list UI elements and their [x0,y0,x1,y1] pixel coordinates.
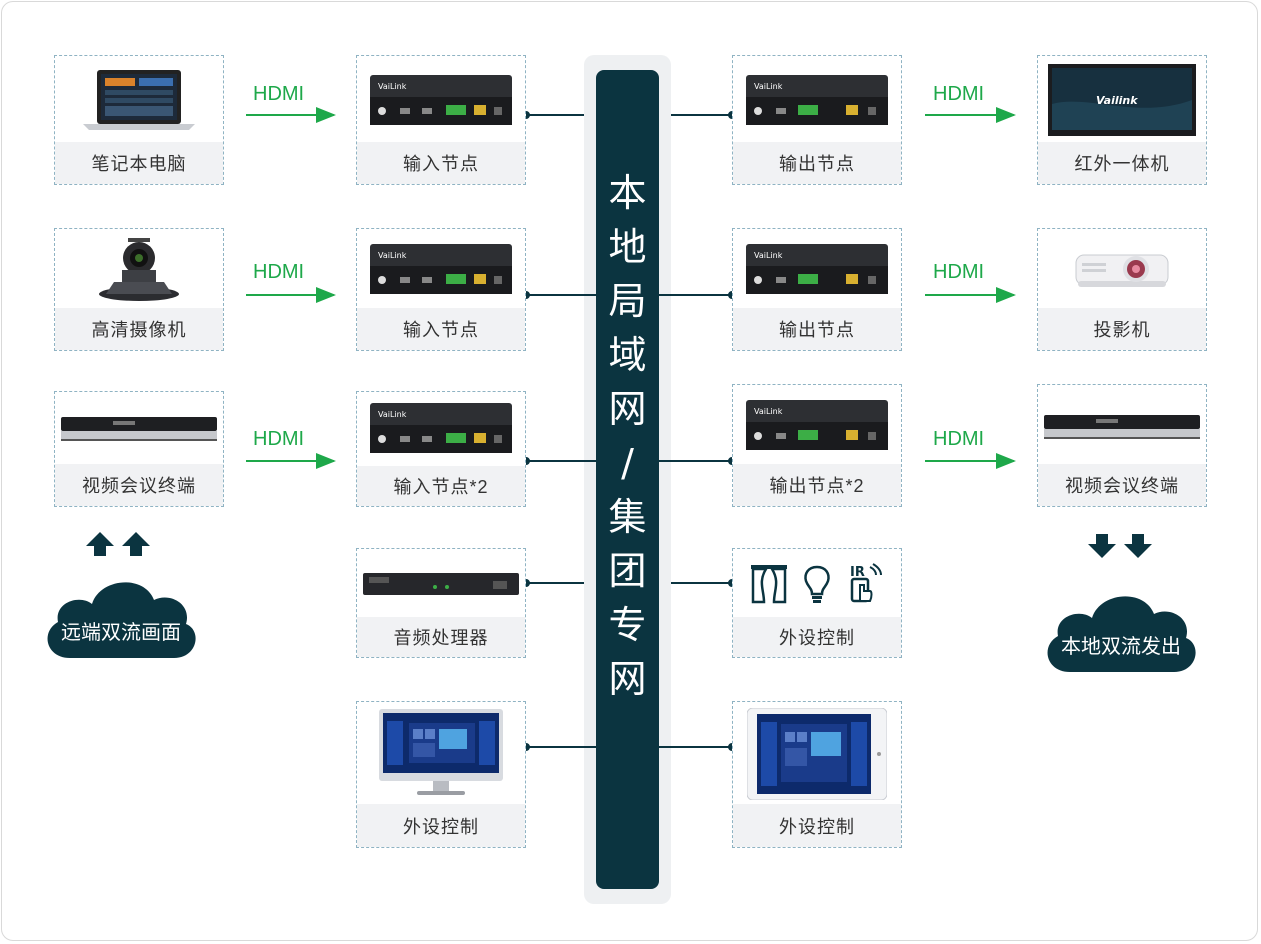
source-label: 视频会议终端 [55,464,223,506]
device-brand: VaiLink [754,251,783,260]
decoder-device-icon: VaiLink [733,56,901,144]
cloud-label: 本地双流发出 [1061,636,1181,658]
display-projector[interactable]: 投影机 [1037,228,1207,351]
input-node[interactable]: VaiLink 输入节点 [356,228,526,351]
decoder-device-icon: VaiLink [733,229,901,309]
display-vc-terminal[interactable]: 视频会议终端 [1037,384,1207,507]
audio-processor[interactable]: 音频处理器 [356,548,526,658]
device-brand: VaiLink [754,407,783,416]
control-tablet[interactable]: 外设控制 [732,701,902,848]
device-brand: VaiLink [754,82,783,91]
device-brand: VaiLink [378,82,407,91]
node-label: 输出节点 [733,308,901,350]
display-label: 红外一体机 [1038,142,1206,184]
projector-icon [1038,229,1206,309]
encoder-device-icon: VaiLink [357,229,525,309]
source-laptop[interactable]: 笔记本电脑 [54,55,224,185]
node-label: 外设控制 [733,617,901,657]
peripheral-control[interactable]: IR 外设控制 [732,548,902,658]
arrow-down-icon [1088,534,1152,558]
arrow-up-icon [86,532,150,556]
source-label: 笔记本电脑 [55,142,223,184]
decoder-device-icon: VaiLink [733,385,901,465]
node-label: 音频处理器 [357,617,525,657]
audio-processor-icon [357,549,525,619]
source-vc-terminal[interactable]: 视频会议终端 [54,391,224,507]
backbone-char: / [621,441,634,485]
backbone-char: 集 [608,495,647,539]
node-label: 输入节点 [357,308,525,350]
backbone-char: 专 [608,603,647,647]
interactive-display-icon: Vailink [1038,56,1206,144]
backbone-char: 网 [608,387,647,431]
node-label: 输出节点*2 [733,464,901,506]
output-node[interactable]: VaiLink 输出节点*2 [732,384,902,507]
encoder-device-icon: VaiLink [357,56,525,144]
source-camera[interactable]: 高清摄像机 [54,228,224,351]
backbone-char: 团 [608,549,647,593]
svg-text:IR: IR [850,565,865,580]
hdmi-label: HDMI [933,83,985,105]
hdmi-label: HDMI [933,428,985,450]
backbone-char: 域 [608,333,647,377]
local-stream-cloud: 本地双流发出 [1040,582,1202,674]
hdmi-label: HDMI [253,261,305,283]
video-conference-terminal-icon [1038,385,1206,465]
control-monitor[interactable]: 外设控制 [356,701,526,848]
output-node[interactable]: VaiLink 输出节点 [732,228,902,351]
hdmi-label: HDMI [253,428,305,450]
input-node[interactable]: VaiLink 输入节点*2 [356,391,526,507]
device-brand: VaiLink [378,410,407,419]
control-monitor-icon [357,702,525,806]
backbone-network: 本 地 局 域 网 / 集 团 专 网 [596,70,659,889]
cloud-label: 远端双流画面 [61,622,181,644]
display-label: 视频会议终端 [1038,464,1206,506]
backbone-char: 地 [608,225,647,269]
hdmi-label: HDMI [933,261,985,283]
display-interactive[interactable]: Vailink 红外一体机 [1037,55,1207,185]
output-node[interactable]: VaiLink 输出节点 [732,55,902,185]
backbone-char: 本 [608,171,647,215]
remote-stream-cloud: 远端双流画面 [40,568,202,660]
backbone-char: 局 [608,279,647,323]
control-tablet-icon [733,702,901,806]
node-label: 输出节点 [733,142,901,184]
display-label: 投影机 [1038,308,1206,350]
device-brand: VaiLink [378,251,407,260]
node-label: 输入节点*2 [357,466,525,506]
node-label: 外设控制 [733,804,901,847]
laptop-icon [55,56,223,144]
video-conference-terminal-icon [55,392,223,462]
node-label: 外设控制 [357,804,525,847]
node-label: 输入节点 [357,142,525,184]
input-node[interactable]: VaiLink 输入节点 [356,55,526,185]
encoder-device-icon: VaiLink [357,392,525,464]
source-label: 高清摄像机 [55,308,223,350]
light-bulb-icon [804,565,830,603]
display-logo: Vailink [1096,94,1138,107]
ir-remote-icon: IR [850,563,882,603]
hdmi-label: HDMI [253,83,305,105]
backbone-char: 网 [608,657,647,701]
ptz-camera-icon [55,229,223,309]
curtain-icon [751,565,787,604]
